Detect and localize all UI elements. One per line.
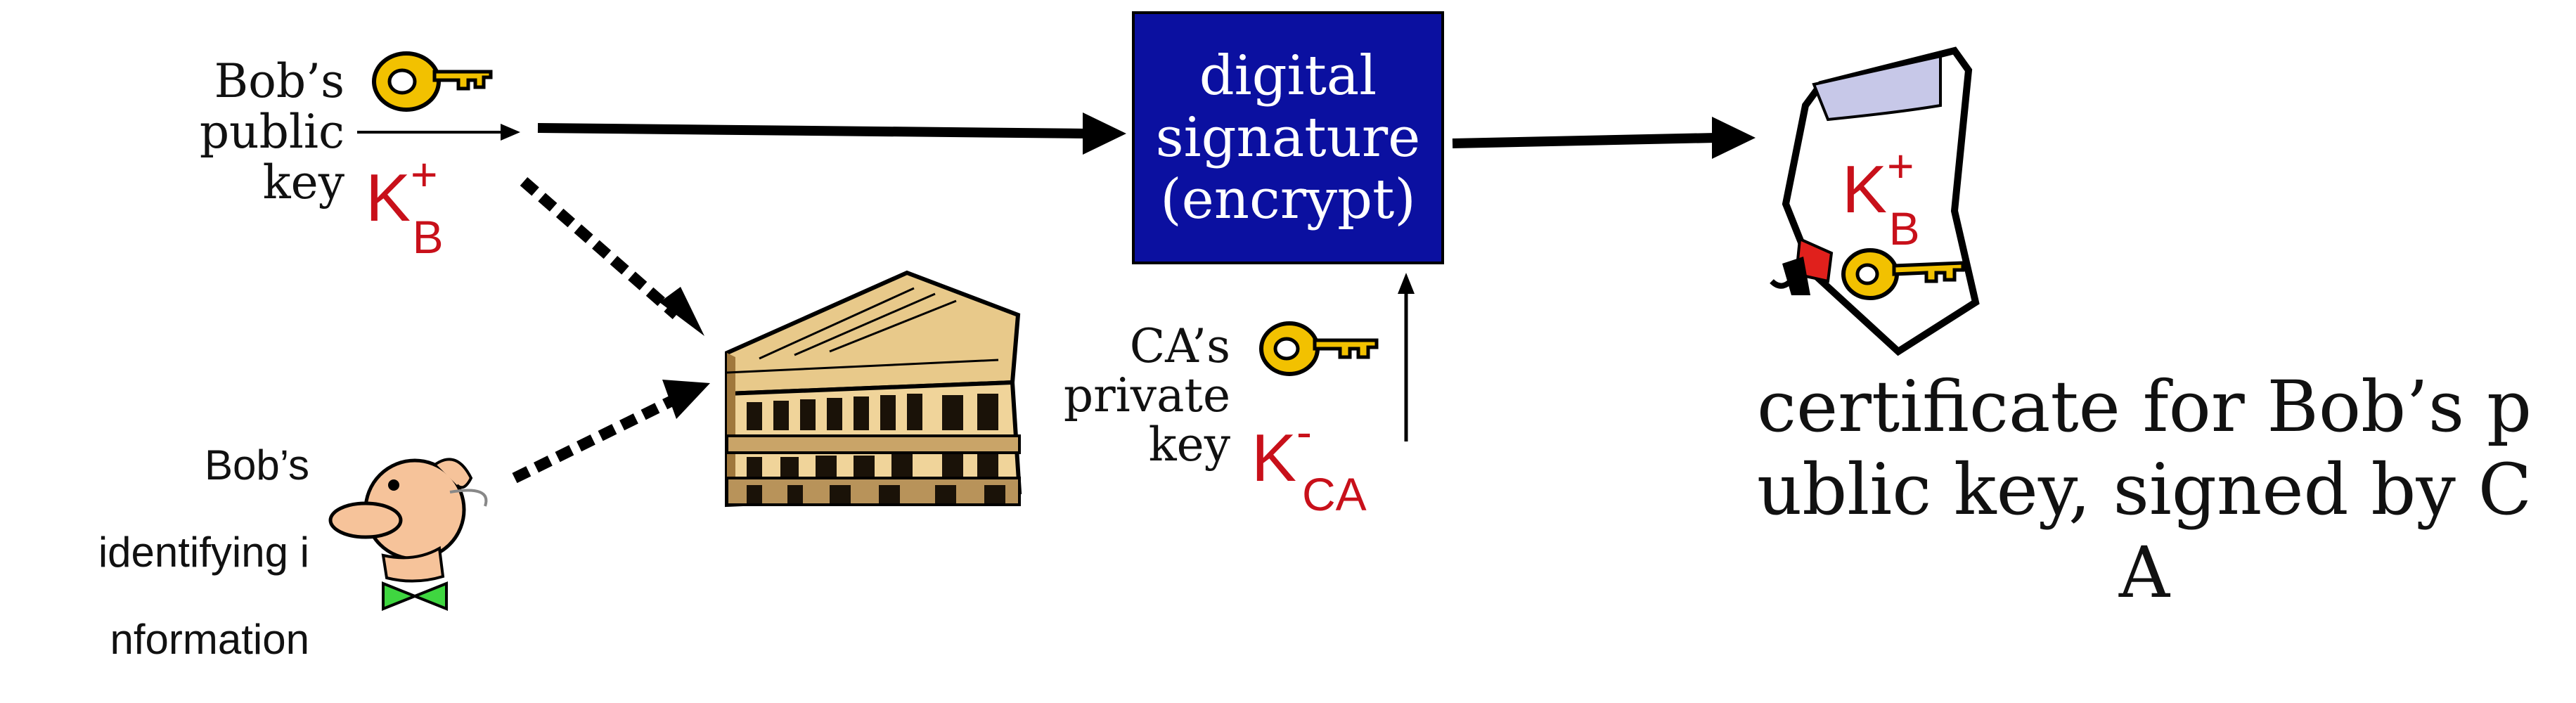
ca-private-key-icon <box>1259 321 1379 376</box>
key-symbol-letter: K <box>366 160 411 236</box>
bob-public-key-label-line-1: Bob’s <box>214 54 344 108</box>
ca-private-key-label-line-3: key <box>1148 418 1230 472</box>
cert-key-symbol-letter: K <box>1842 152 1888 227</box>
ca-private-key-symbol: K- CA <box>1251 406 1367 520</box>
ca-private-key-label-line-2: private <box>1063 368 1230 423</box>
bob-public-key-label-line-2: public <box>199 105 344 159</box>
bob-public-key-icon <box>372 51 493 112</box>
bob-person-icon <box>328 458 488 611</box>
certificate-caption-line-3: A <box>2118 531 2170 614</box>
certificate-authority-building-icon <box>725 270 1022 508</box>
arrow-ca-key-up <box>1398 273 1415 441</box>
digital-signature-text: digital signature (encrypt) <box>1156 45 1421 231</box>
ca-private-key-label-line-1: CA’s <box>1129 319 1230 373</box>
dotted-arrow-public-key-to-ca <box>520 176 704 336</box>
digital-signature-line-3: (encrypt) <box>1160 168 1416 231</box>
certificate-document-icon <box>1770 46 1980 356</box>
ca-private-key-label: CA’s private key <box>1033 322 1230 470</box>
bob-public-key-symbol: K+ B <box>366 148 444 263</box>
bob-key-small-arrow <box>357 124 520 141</box>
ca-key-subscript: CA <box>1302 468 1367 521</box>
digital-signature-box: digital signature (encrypt) <box>1132 11 1444 264</box>
dotted-arrow-id-to-ca <box>512 380 710 484</box>
ca-key-symbol-letter: K <box>1251 420 1297 496</box>
key-superscript: + <box>411 148 438 200</box>
bob-public-key-label-line-3: key <box>262 155 344 209</box>
bob-public-key-label: Bob’s public key <box>162 56 344 208</box>
certificate-caption-line-2: ublic key, signed by C <box>1756 449 2532 531</box>
seal-icon <box>1782 237 1834 295</box>
cert-key-superscript: + <box>1887 140 1914 192</box>
certificate-caption-line-1: certificate for Bob’s p <box>1756 366 2532 448</box>
arrow-to-certificate <box>1452 117 1756 159</box>
certificate-caption: certificate for Bob’s p ublic key, signe… <box>1737 366 2552 614</box>
arrow-to-signature <box>537 112 1126 155</box>
bob-identifying-line-2: identifying i <box>98 529 309 576</box>
digital-signature-line-2: signature <box>1155 106 1421 169</box>
bowtie-icon <box>382 581 448 611</box>
bob-identifying-line-1: Bob’s <box>204 441 309 489</box>
digital-signature-line-1: digital <box>1199 44 1377 108</box>
bob-identifying-line-3: nformation <box>110 616 309 663</box>
certificate-key-icon <box>1841 248 1965 300</box>
ca-key-superscript: - <box>1296 406 1313 458</box>
bob-identifying-info-label: Bob’s identifying i nformation <box>28 422 309 683</box>
key-subscript: B <box>412 211 444 264</box>
certificate-key-symbol: K+ B <box>1842 139 1920 254</box>
cert-key-subscript: B <box>1888 202 1920 255</box>
